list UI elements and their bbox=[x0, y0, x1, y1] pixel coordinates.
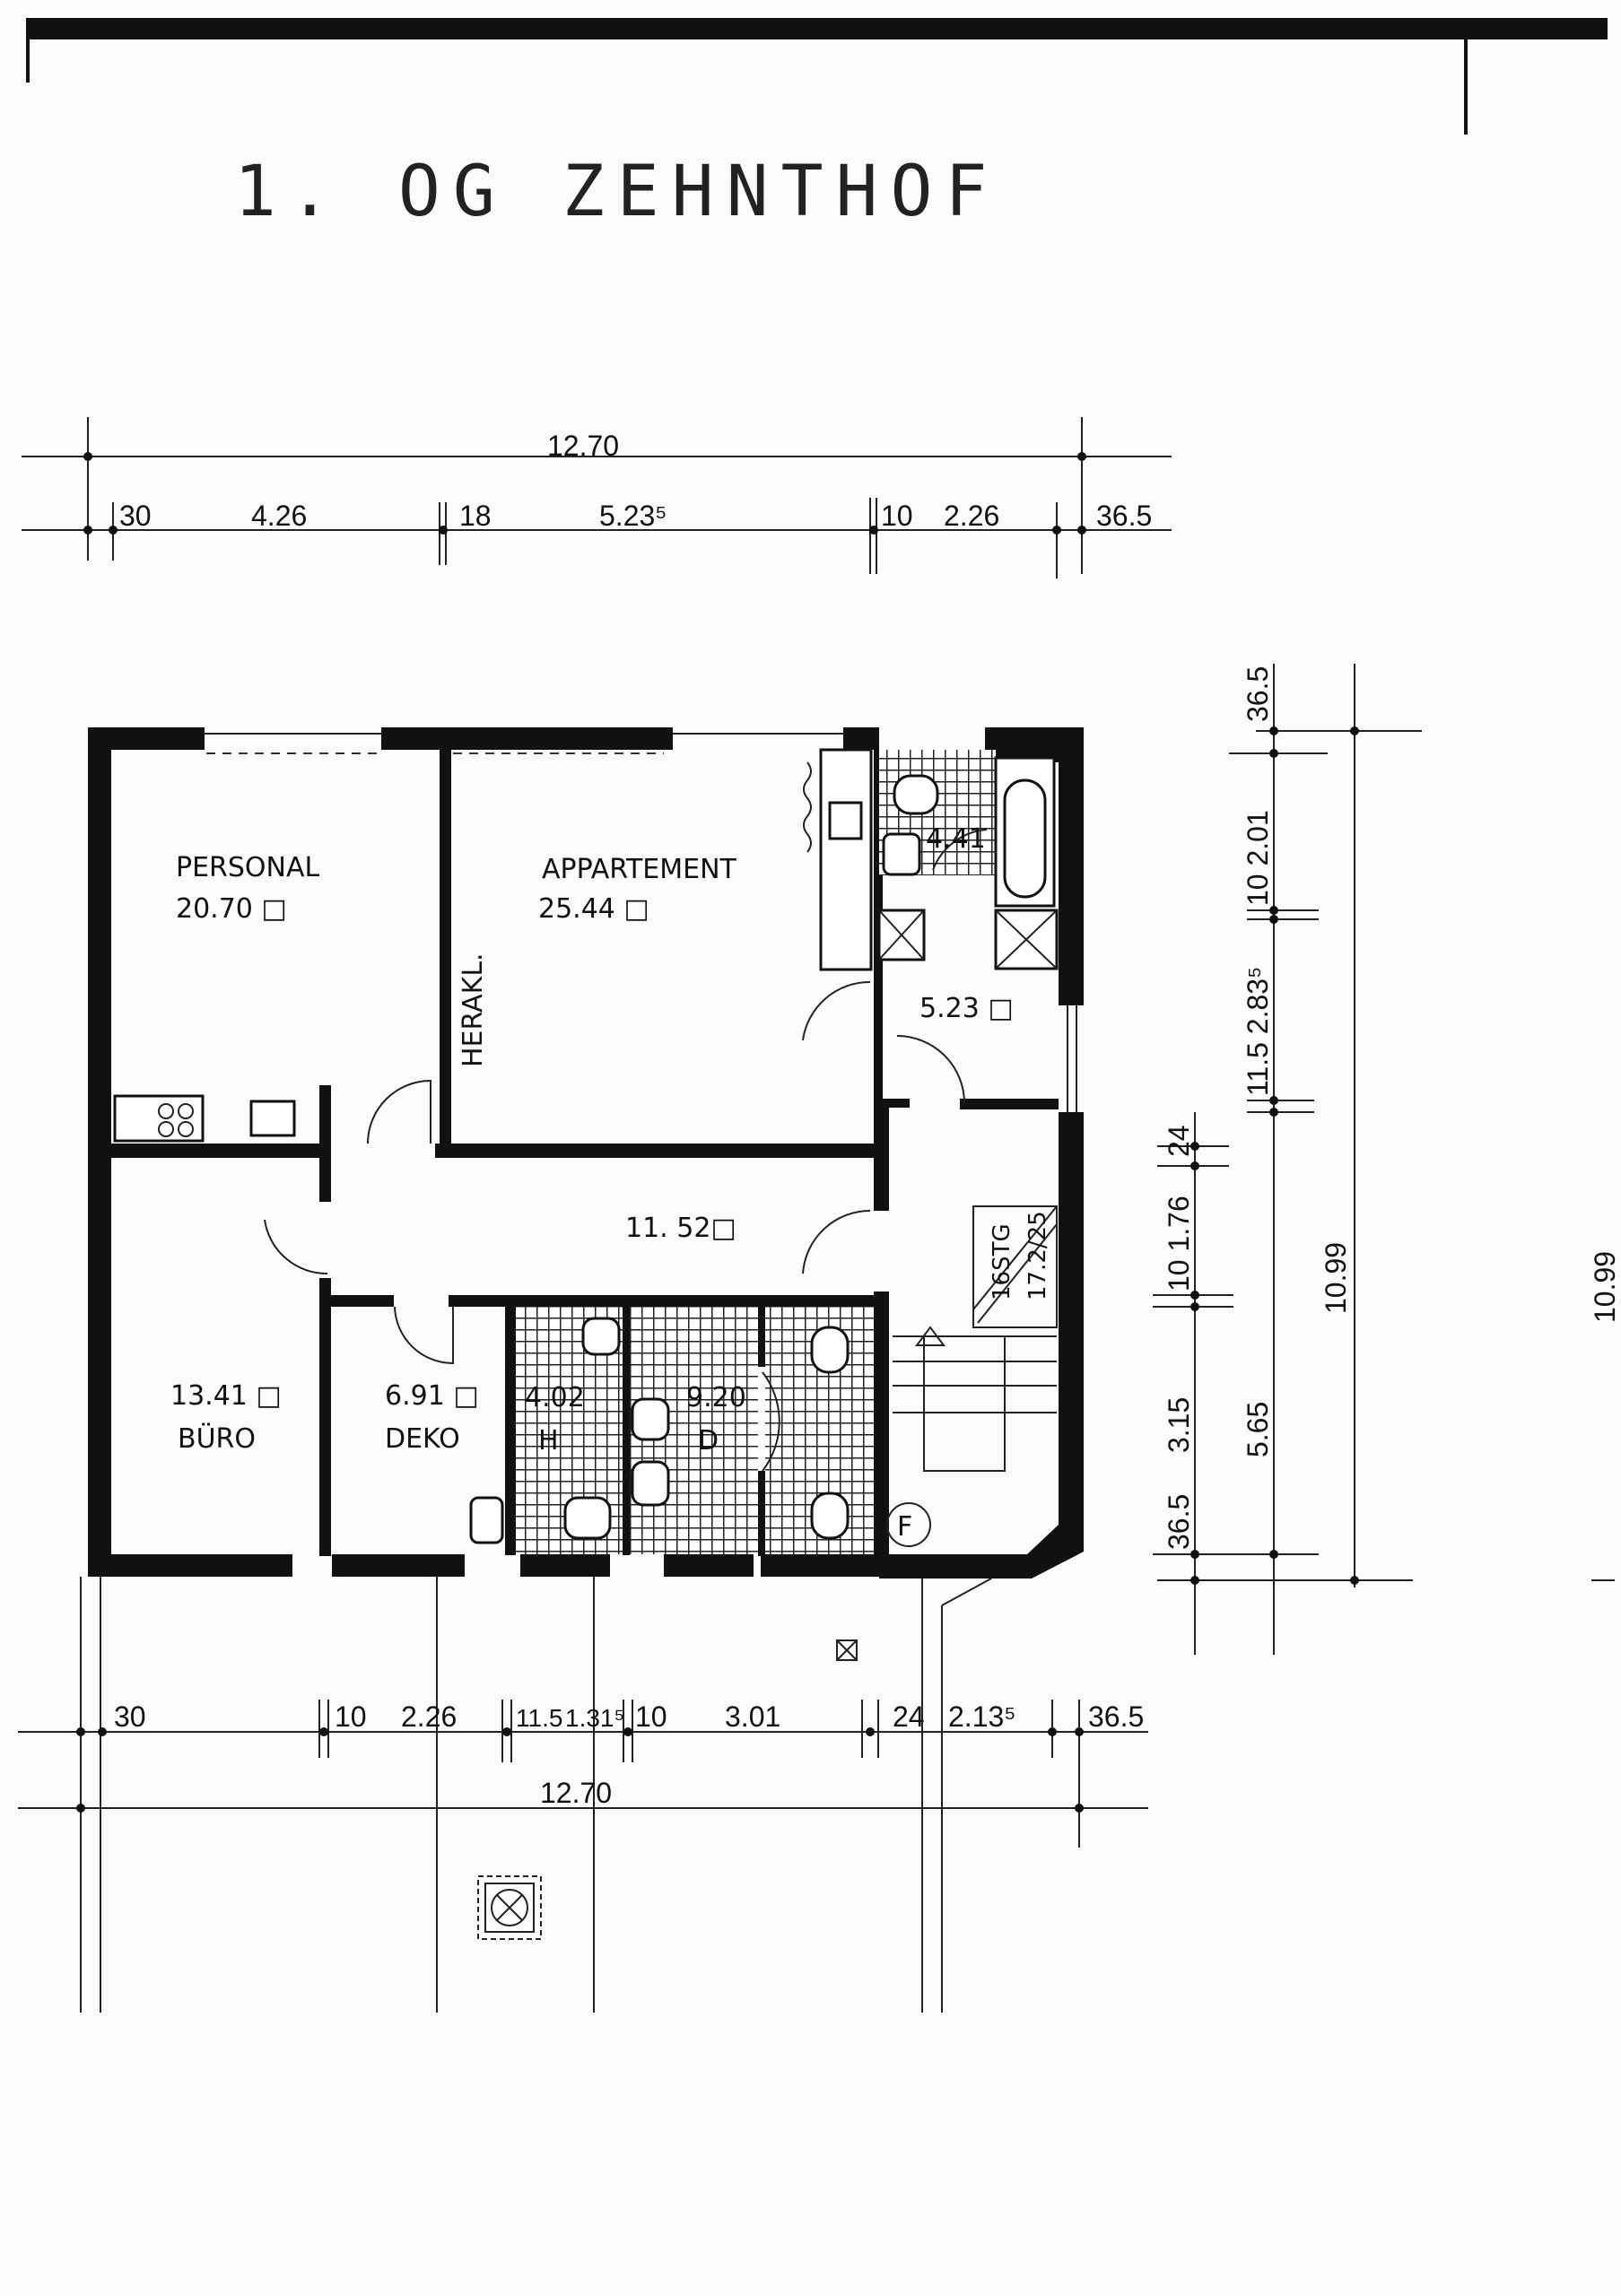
dim-bottom-seg: 36.5 bbox=[1088, 1700, 1144, 1733]
dim-bottom-seg: 2.26 bbox=[401, 1700, 457, 1733]
dim-top-seg: 4.26 bbox=[251, 500, 307, 532]
bottom-dimension-chain bbox=[18, 1577, 1148, 2013]
dim-bottom-overall: 12.70 bbox=[540, 1777, 612, 1809]
dim-bottom-seg: 30 bbox=[114, 1700, 146, 1733]
dim-top-seg: 5.23⁵ bbox=[599, 500, 667, 532]
dim-bottom-seg: 1.31⁵ bbox=[565, 1704, 624, 1732]
dim-right-middle: 5.65 bbox=[1242, 1402, 1274, 1457]
dim-bottom-seg: 11.5 bbox=[516, 1704, 562, 1732]
room-buero-area: 13.41 □ bbox=[170, 1380, 282, 1412]
dim-right-inner: 10 1.76 bbox=[1163, 1196, 1195, 1292]
room-deko-name: DEKO bbox=[385, 1423, 460, 1455]
chimney-icon bbox=[477, 1875, 542, 1940]
dim-right-middle: 36.5 bbox=[1242, 666, 1274, 722]
room-appartement-area: 25.44 □ bbox=[538, 893, 649, 925]
stair-marker: F bbox=[897, 1511, 912, 1543]
stair-rise: 17.2/25 bbox=[1024, 1211, 1051, 1300]
room-buero-name: BÜRO bbox=[178, 1422, 256, 1455]
dim-bottom-seg: 10 bbox=[635, 1700, 667, 1733]
dim-bottom-seg: 3.01 bbox=[725, 1700, 780, 1733]
dim-right-inner: 36.5 bbox=[1163, 1494, 1195, 1550]
room-personal-name: PERSONAL bbox=[176, 852, 320, 883]
room-wc-d-name: D bbox=[698, 1425, 719, 1457]
room-corridor-area: 11. 52□ bbox=[625, 1213, 736, 1244]
dim-right-middle: 10 2.01 bbox=[1242, 810, 1274, 906]
building-walls bbox=[88, 727, 1084, 1578]
dim-top-seg: 30 bbox=[119, 500, 152, 532]
dim-bottom-seg: 10 bbox=[335, 1700, 367, 1733]
radiator-label: HERAKL. bbox=[458, 952, 489, 1067]
top-dimension-chain bbox=[22, 417, 1172, 578]
dim-right-cropped: 10.99 bbox=[1589, 1251, 1621, 1323]
staircase bbox=[893, 1205, 1058, 1472]
boxed-x-icon bbox=[836, 1639, 858, 1661]
room-wc-h-area: 4.02 bbox=[525, 1382, 585, 1413]
room-wc-h-name: H bbox=[538, 1425, 559, 1457]
header-bar bbox=[26, 18, 1608, 39]
room-wc-d-area: 9.20 bbox=[686, 1382, 746, 1413]
dim-top-seg: 10 bbox=[881, 500, 913, 532]
dim-right-overall: 10.99 bbox=[1320, 1242, 1352, 1314]
dim-right-inner: 24 bbox=[1163, 1125, 1195, 1157]
room-appartement-name: APPARTEMENT bbox=[542, 854, 737, 885]
dim-bottom-seg: 24 bbox=[893, 1700, 925, 1733]
fixtures bbox=[113, 748, 1059, 1544]
dim-top-seg: 2.26 bbox=[944, 500, 999, 532]
room-bath-area: 4.41 bbox=[926, 823, 986, 855]
dim-bottom-seg: 2.13⁵ bbox=[948, 1700, 1016, 1733]
page-title: 1. OG ZEHNTHOF bbox=[234, 152, 999, 232]
dim-top-seg: 18 bbox=[459, 500, 492, 532]
dim-top-seg: 36.5 bbox=[1096, 500, 1152, 532]
windows bbox=[205, 733, 1077, 1112]
room-deko-area: 6.91 □ bbox=[385, 1380, 479, 1412]
room-entry-area: 5.23 □ bbox=[919, 993, 1014, 1024]
stair-marker-circle bbox=[886, 1502, 931, 1547]
right-dimension-chain bbox=[1153, 664, 1422, 1655]
room-personal-area: 20.70 □ bbox=[176, 893, 287, 925]
dim-right-inner: 3.15 bbox=[1163, 1397, 1195, 1453]
dim-top-overall: 12.70 bbox=[547, 430, 619, 462]
stair-steps: 16STG bbox=[989, 1223, 1015, 1300]
door-swings bbox=[264, 761, 988, 1472]
dim-right-middle: 11.5 2.83⁵ bbox=[1242, 967, 1274, 1096]
